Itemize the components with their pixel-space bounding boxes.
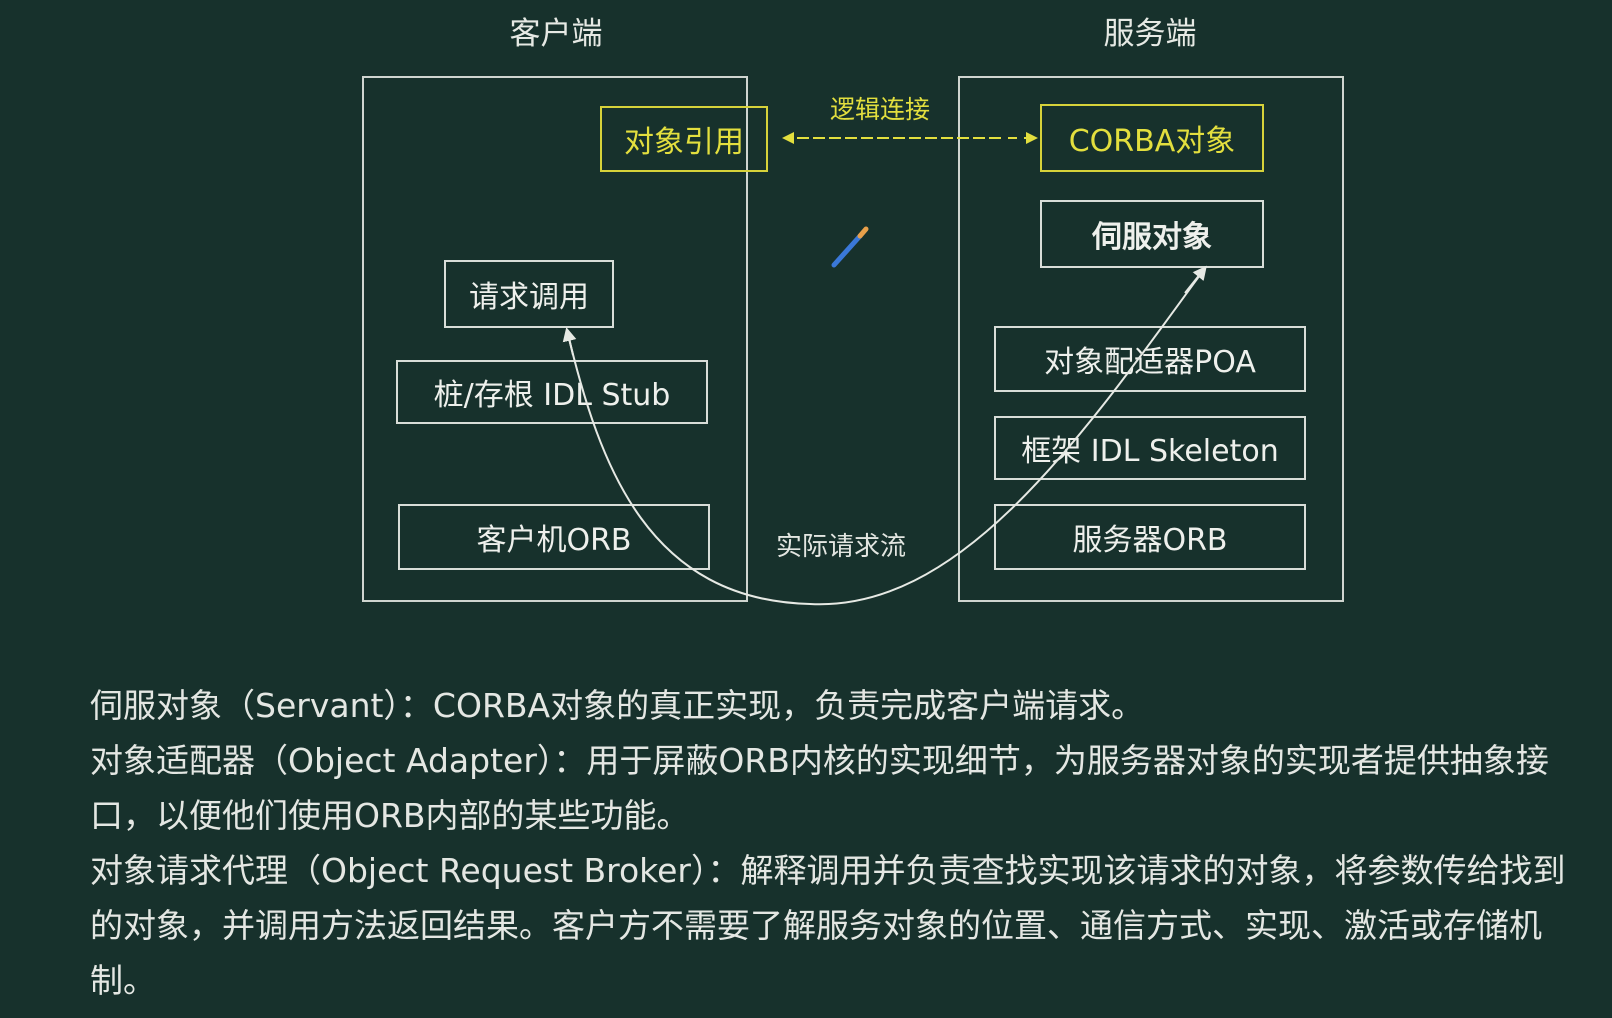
note-orb: 对象请求代理（Object Request Broker）：解释调用并负责查找实… — [90, 851, 1566, 1000]
note-servant: 伺服对象（Servant）：CORBA对象的真正实现，负责完成客户端请求。 — [90, 686, 1145, 725]
client-orb-box: 客户机ORB — [398, 504, 710, 570]
pencil-icon — [831, 226, 869, 268]
actual-flow-label: 实际请求流 — [776, 532, 907, 562]
skeleton-box: 框架 IDL Skeleton — [994, 416, 1306, 480]
server-orb-box: 服务器ORB — [994, 504, 1306, 570]
server-title: 服务端 — [1103, 16, 1197, 52]
request-call-box: 请求调用 — [444, 260, 614, 328]
client-title: 客户端 — [509, 16, 603, 52]
note-object-adapter: 对象适配器（Object Adapter）：用于屏蔽ORB内核的实现细节，为服务… — [90, 741, 1549, 835]
object-reference-box: 对象引用 — [600, 106, 768, 172]
stub-box: 桩/存根 IDL Stub — [396, 360, 708, 424]
corba-architecture-diagram: 客户端 服务端 对象引用 请求调用 桩/存根 IDL Stub 客户机ORB C… — [362, 16, 1344, 606]
poa-box: 对象配适器POA — [994, 326, 1306, 392]
notes: 伺服对象（Servant）：CORBA对象的真正实现，负责完成客户端请求。 对象… — [90, 678, 1580, 1008]
corba-object-box: CORBA对象 — [1040, 104, 1264, 172]
logical-link-label: 逻辑连接 — [830, 95, 931, 124]
servant-box: 伺服对象 — [1040, 200, 1264, 268]
